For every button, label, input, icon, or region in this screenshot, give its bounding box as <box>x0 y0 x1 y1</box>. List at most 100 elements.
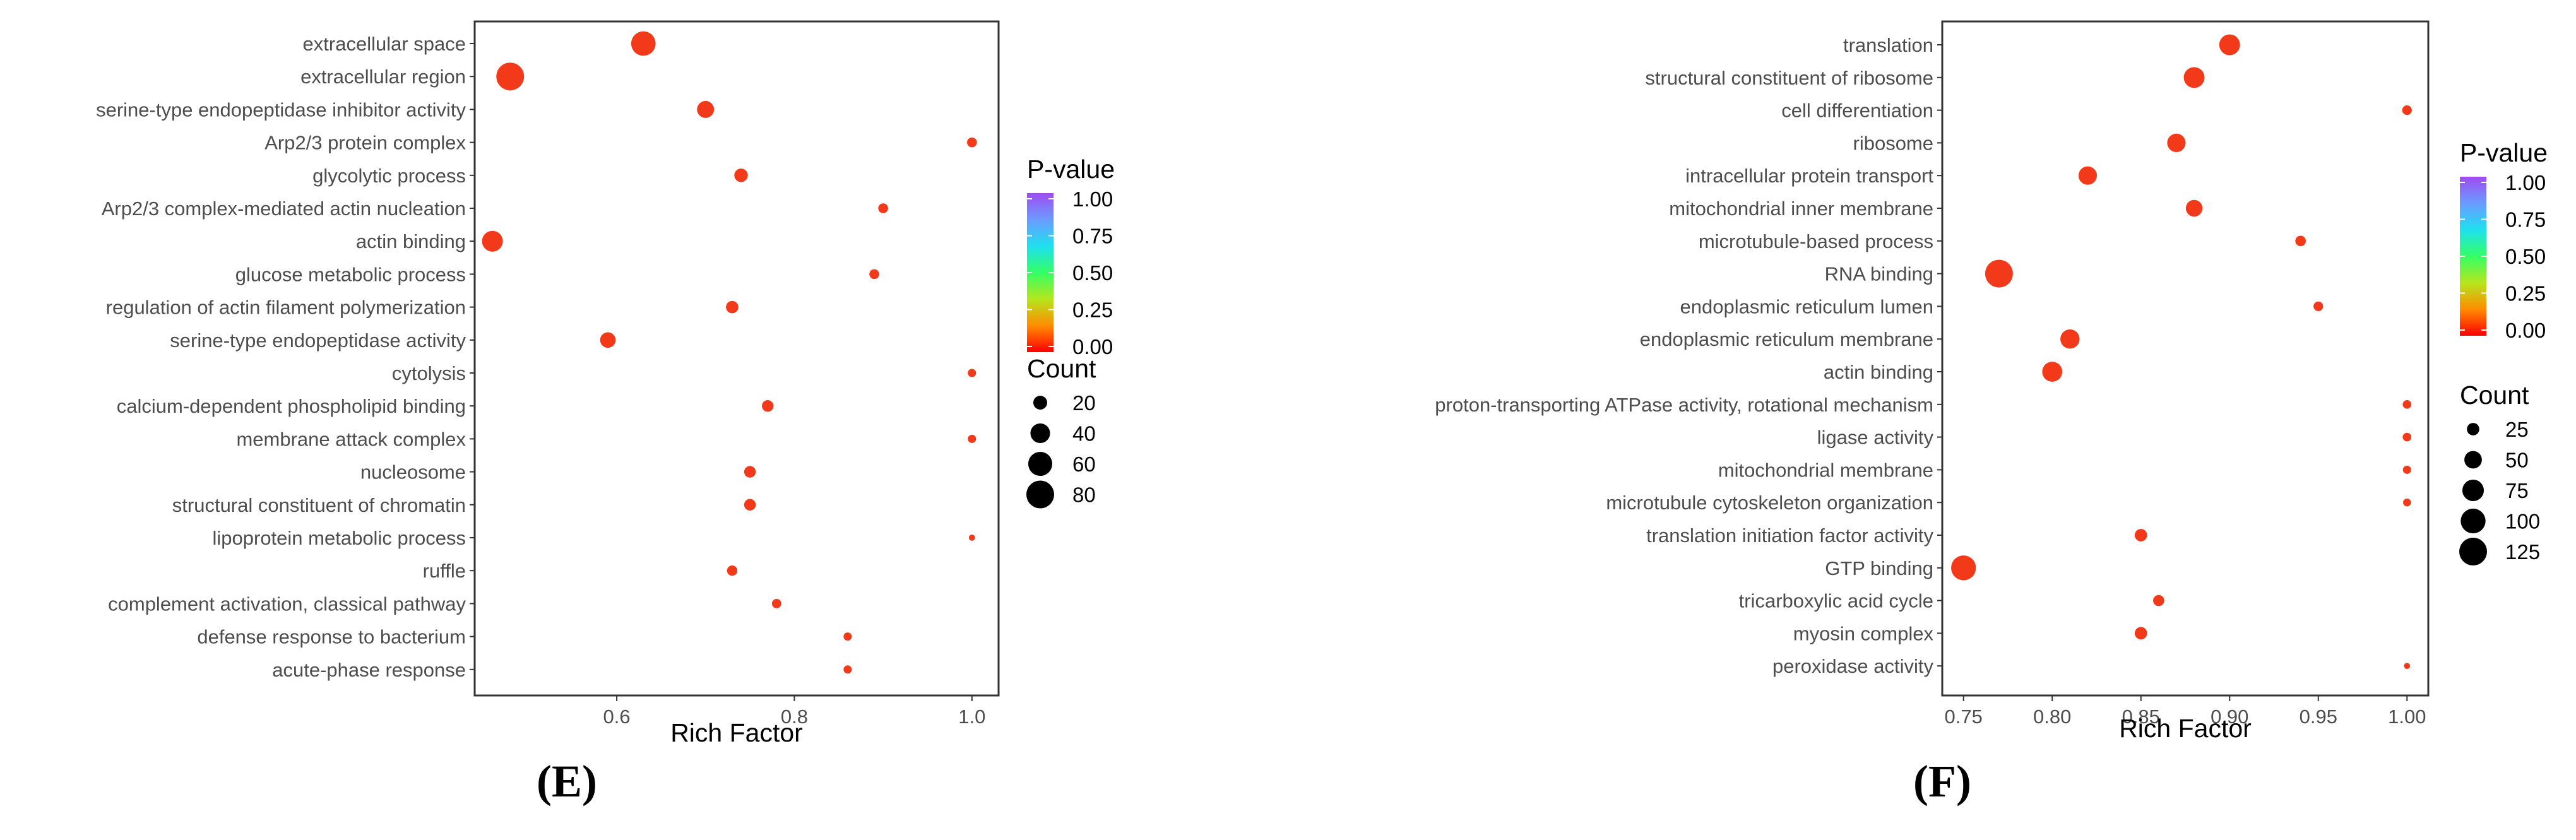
data-point <box>2402 105 2412 115</box>
colorbar-tick-label: 0.25 <box>2505 282 2546 305</box>
y-category-label: cytolysis <box>392 362 466 384</box>
count-legend-label: 75 <box>2505 479 2529 502</box>
data-point <box>2185 199 2203 217</box>
y-category-label: serine-type endopeptidase activity <box>170 329 466 352</box>
y-category-label: RNA binding <box>1825 263 1933 285</box>
y-category-label: microtubule-based process <box>1699 230 1933 252</box>
data-point <box>697 100 715 118</box>
y-category-label: microtubule cytoskeleton organization <box>1606 492 1933 514</box>
count-legend-label: 100 <box>2505 510 2540 533</box>
count-legend-dot <box>2459 538 2487 565</box>
panel-label: (E) <box>537 756 597 807</box>
data-point <box>744 499 756 511</box>
colorbar-tick-label: 0.50 <box>2505 245 2546 268</box>
y-category-label: regulation of actin filament polymerizat… <box>106 297 466 319</box>
count-legend-dot <box>1030 423 1050 444</box>
x-tick-label: 0.80 <box>2033 706 2071 728</box>
y-category-label: mitochondrial inner membrane <box>1669 198 1933 220</box>
y-category-label: translation <box>1843 34 1933 56</box>
data-point <box>968 369 976 377</box>
data-point <box>496 62 525 91</box>
y-category-label: glycolytic process <box>312 165 466 187</box>
colorbar-tick-label: 0.25 <box>1072 299 1113 322</box>
x-tick-label: 1.00 <box>2388 706 2426 728</box>
data-point <box>843 665 852 674</box>
x-axis-title: Rich Factor <box>670 718 803 747</box>
data-point <box>2183 67 2205 88</box>
data-point <box>2313 301 2324 312</box>
y-category-label: ruffle <box>423 560 466 582</box>
count-legend-dot <box>1033 396 1047 410</box>
data-point <box>878 203 888 213</box>
data-point <box>2167 133 2186 152</box>
colorbar-tick-label: 0.75 <box>2505 208 2546 232</box>
count-legend-title: Count <box>2460 381 2529 410</box>
colorbar-tick-label: 0.00 <box>1072 335 1113 358</box>
data-point <box>2403 498 2411 507</box>
data-point <box>1951 555 1976 581</box>
count-legend-label: 50 <box>2505 449 2529 472</box>
y-category-label: nucleosome <box>360 461 466 483</box>
plot-panel-border <box>473 20 1000 697</box>
panel-label: (F) <box>1913 756 1971 807</box>
chart-panel-f: translation structural constituent of rib… <box>1435 20 2548 807</box>
data-point <box>482 230 503 252</box>
p-value-legend-title: P-value <box>1027 155 1115 184</box>
chart-panel-e: extracellular space extracellular region s… <box>96 20 1115 807</box>
x-tick-label: 0.75 <box>1945 706 1983 728</box>
y-category-label: complement activation, classical pathway <box>108 593 466 615</box>
y-category-label: endoplasmic reticulum lumen <box>1680 295 1933 317</box>
y-category-label: acute-phase response <box>272 659 466 681</box>
y-category-label: membrane attack complex <box>236 428 466 450</box>
data-point <box>600 332 616 348</box>
data-point <box>968 434 976 443</box>
data-point <box>843 632 852 641</box>
y-category-label: glucose metabolic process <box>235 263 466 285</box>
data-point <box>968 535 975 541</box>
y-category-label: serine-type endopeptidase inhibitor acti… <box>96 98 466 121</box>
count-legend-dot <box>2467 423 2479 435</box>
data-point <box>631 31 656 56</box>
count-legend-dot <box>1028 451 1053 476</box>
count-legend-label: 40 <box>1072 422 1096 446</box>
x-tick-label: 0.95 <box>2300 706 2337 728</box>
data-point <box>2402 399 2412 409</box>
data-point <box>2042 362 2063 382</box>
y-category-label: structural constituent of chromatin <box>172 494 466 516</box>
data-point <box>869 269 879 280</box>
y-category-label: extracellular region <box>300 66 466 88</box>
x-tick-label: 1.0 <box>958 706 985 728</box>
data-point <box>734 169 748 182</box>
colorbar-tick-label: 1.00 <box>1072 187 1113 211</box>
y-category-label: translation initiation factor activity <box>1646 524 1933 547</box>
data-point <box>2219 34 2240 56</box>
data-point <box>967 137 977 148</box>
plot-panel-border <box>1941 20 2430 697</box>
y-category-label: myosin complex <box>1793 622 1934 644</box>
x-tick-label: 0.8 <box>781 706 808 728</box>
count-legend-label: 25 <box>2505 418 2529 441</box>
data-point <box>727 565 738 576</box>
y-category-label: proton-transporting ATPase activity, rot… <box>1435 394 1933 416</box>
count-legend-label: 125 <box>2505 540 2540 564</box>
data-point <box>2153 595 2164 606</box>
p-value-legend-title: P-value <box>2460 138 2548 167</box>
data-point <box>744 466 756 478</box>
count-legend-label: 80 <box>1072 483 1096 507</box>
data-point <box>726 300 739 314</box>
count-legend-dot <box>2464 451 2482 469</box>
y-category-label: intracellular protein transport <box>1685 165 1933 187</box>
data-point <box>2060 329 2080 349</box>
count-legend-dot <box>2462 479 2484 502</box>
y-category-label: ligase activity <box>1817 427 1934 449</box>
data-point <box>2404 663 2411 670</box>
count-legend-dot <box>1026 480 1054 509</box>
y-category-label: Arp2/3 protein complex <box>264 132 466 154</box>
y-category-label: extracellular space <box>303 33 466 55</box>
y-category-label: actin binding <box>1824 361 1933 383</box>
y-category-label: structural constituent of ribosome <box>1645 67 1933 89</box>
y-category-label: defense response to bacterium <box>197 626 466 648</box>
colorbar-tick-label: 0.75 <box>1072 225 1113 248</box>
y-category-label: GTP binding <box>1825 557 1933 579</box>
data-point <box>2402 465 2411 474</box>
